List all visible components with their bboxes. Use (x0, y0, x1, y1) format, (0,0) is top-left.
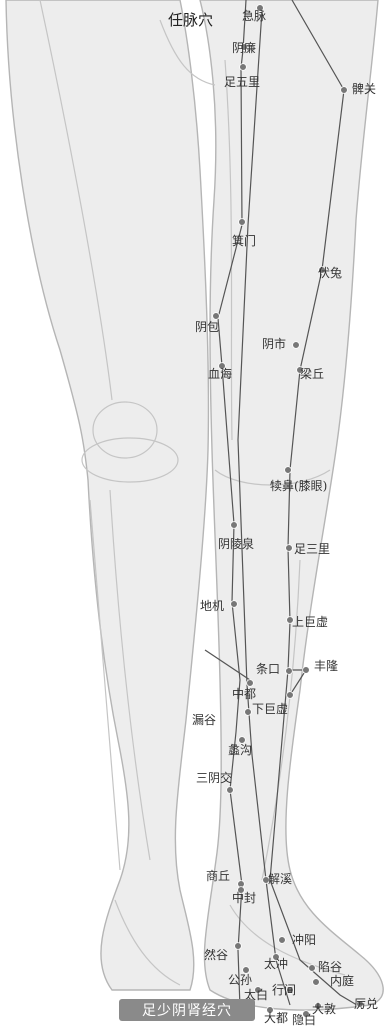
acupoint-dot (231, 522, 238, 529)
acupoint-dot (287, 692, 294, 699)
acupoint-dot (213, 313, 220, 320)
label-lougu: 漏谷 (192, 713, 216, 727)
label-zhongfeng: 中封 (232, 890, 256, 905)
label-jiexi: 解溪 (268, 872, 292, 886)
label-xuehai: 血海 (208, 366, 232, 381)
label-jimen: 箕门 (232, 233, 256, 248)
label-yinlian: 阴廉 (232, 40, 256, 55)
acupoint-dot (247, 680, 254, 687)
acupoint-dot (303, 667, 310, 674)
label-chongyang: 冲阳 (292, 932, 316, 947)
acupoint-dot (279, 937, 286, 944)
label-xiajuxu: 下巨虚 (252, 702, 288, 716)
acupoint-dot (240, 64, 247, 71)
label-shangqiu: 商丘 (206, 868, 230, 883)
acupoint-dot (286, 668, 293, 675)
caption-text: 足少阴肾经穴 (142, 1000, 232, 1020)
acupoint-dot (235, 943, 242, 950)
label-tiaokou: 条口 (256, 662, 280, 676)
label-zhongdu: 中都 (232, 686, 256, 701)
acupoint-dot (313, 979, 320, 986)
label-yinbai: 隐白 (292, 1012, 316, 1027)
acupoint-dot (286, 545, 293, 552)
label-zusanli: 足三里 (294, 542, 330, 556)
label-neiting: 内庭 (330, 973, 354, 988)
label-ligou: 蠡沟 (228, 742, 252, 757)
label-fenglong: 丰隆 (314, 658, 338, 673)
label-zuwuli: 足五里 (224, 75, 260, 89)
acupoint-dot (309, 965, 316, 972)
acupoint-dot (239, 219, 246, 226)
right-leg-outline (6, 0, 208, 990)
label-xingjian: 行间 (272, 983, 296, 997)
acupoint-dot (285, 467, 292, 474)
acupoint-dot (227, 787, 234, 794)
label-gongsun: 公孙 (228, 973, 252, 987)
label-dadu: 大都 (264, 1011, 288, 1025)
label-rangu: 然谷 (204, 947, 228, 962)
label-diji: 地机 (200, 599, 224, 613)
left-leg-outline (200, 0, 383, 1010)
label-ren-meridian: 任脉穴 (168, 11, 213, 29)
label-shangjuxu: 上巨虚 (292, 615, 328, 629)
label-sanyinjiao: 三阴交 (196, 770, 232, 785)
label-taichong: 太冲 (264, 956, 288, 971)
acupoint-dot (245, 709, 252, 716)
acupoint-dot (293, 342, 300, 349)
label-yinlingquan: 阴陵泉 (218, 537, 254, 551)
acupoint-dot (231, 601, 238, 608)
label-dubi: 犊鼻(膝眼) (270, 478, 327, 493)
label-xiangu: 陷谷 (318, 959, 342, 974)
caption-badge: 足少阴肾经穴 (119, 999, 255, 1021)
label-yinbao: 阴包 (195, 320, 219, 334)
label-jimai: 急脉 (242, 8, 266, 23)
label-lidui: 厉兑 (354, 997, 378, 1011)
label-liangqiu: 梁丘 (300, 366, 324, 381)
label-biguan: 髀关 (352, 82, 376, 96)
acupoint-dot (341, 87, 348, 94)
label-futu: 伏兔 (318, 265, 342, 280)
legs-illustration (6, 0, 383, 1010)
label-yinshi: 阴市 (262, 336, 286, 351)
